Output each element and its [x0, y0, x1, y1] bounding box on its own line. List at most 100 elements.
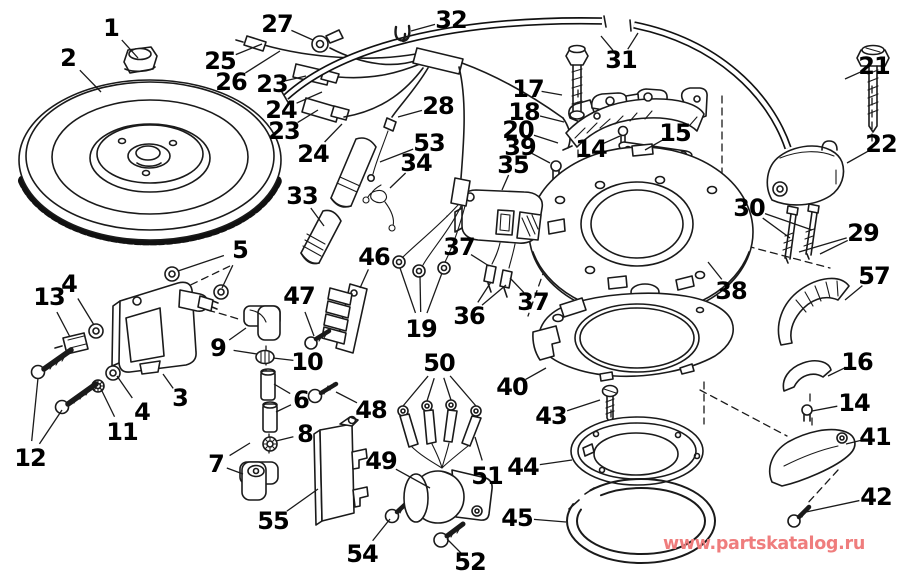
- leader-line: [533, 518, 567, 523]
- part-label-18: 18: [508, 98, 540, 126]
- leader-line: [600, 35, 614, 51]
- leader-line: [273, 383, 291, 395]
- leader-line: [509, 277, 525, 293]
- leader-line: [389, 172, 407, 189]
- screw-43-drawing: [601, 384, 619, 424]
- washer-4b-drawing: [105, 365, 121, 381]
- leader-line: [819, 239, 849, 255]
- leader-line: [798, 237, 847, 253]
- part-label-42: 42: [860, 483, 891, 511]
- leader-line: [602, 135, 621, 145]
- elbow-9-drawing: [243, 305, 281, 341]
- part-label-55: 55: [257, 507, 289, 535]
- leader-line: [811, 405, 838, 412]
- cover-57-drawing: [777, 277, 850, 346]
- watermark: www.partskatalog.ru: [663, 534, 865, 554]
- leader-line: [324, 123, 343, 143]
- part-label-31: 31: [605, 46, 637, 74]
- tubes-6-drawing: [260, 368, 278, 433]
- screw-42-drawing: [787, 504, 812, 528]
- leader-line: [539, 459, 573, 466]
- part-label-23: 23: [268, 117, 299, 145]
- leader-line: [477, 281, 492, 303]
- leader-line: [304, 311, 315, 337]
- leader-line: [402, 375, 429, 407]
- part-label-24: 24: [297, 140, 329, 168]
- leader-line: [233, 349, 258, 355]
- leader-line: [762, 217, 791, 239]
- leader-line: [707, 261, 723, 280]
- leader-line: [162, 373, 174, 389]
- leader-line: [228, 327, 247, 341]
- leader-line: [481, 284, 507, 306]
- leader-line: [531, 152, 551, 164]
- part-label-38: 38: [715, 277, 747, 305]
- stator-bolt-drawing: [565, 44, 589, 120]
- cylinder-33-drawing: [300, 209, 342, 265]
- leader-line: [335, 391, 358, 404]
- part-label-20: 20: [502, 116, 534, 144]
- leader-line: [285, 75, 307, 82]
- leader-line: [844, 285, 863, 301]
- part-label-8: 8: [297, 420, 313, 448]
- part-label-13: 13: [33, 283, 64, 311]
- part-label-26: 26: [215, 68, 247, 96]
- part-label-9: 9: [210, 334, 226, 362]
- part-label-36: 36: [453, 302, 485, 330]
- part-label-25: 25: [204, 47, 236, 75]
- part-label-51: 51: [471, 462, 503, 490]
- leader-line: [359, 269, 369, 289]
- part-label-40: 40: [496, 373, 528, 401]
- part-label-43: 43: [535, 402, 566, 430]
- ignition-coil-3-drawing: [111, 281, 219, 375]
- part-label-14: 14: [838, 389, 870, 417]
- part-label-4: 4: [61, 270, 77, 298]
- leader-line: [470, 254, 490, 267]
- part-label-34: 34: [400, 149, 432, 177]
- screw-52-drawing: [433, 521, 466, 548]
- part-label-37: 37: [517, 288, 548, 316]
- screw-47-drawing: [304, 328, 332, 350]
- part-label-32: 32: [435, 6, 466, 34]
- leader-line: [474, 436, 483, 461]
- leader-line: [229, 442, 251, 457]
- probes-29-30-drawing: [782, 203, 820, 264]
- leader-line: [291, 29, 314, 41]
- plug-protectors-50-drawing: [397, 399, 482, 469]
- nut-10-drawing: [255, 349, 275, 365]
- leader-line: [372, 518, 391, 542]
- ring-44-drawing: [570, 416, 704, 486]
- part-label-12: 12: [14, 444, 45, 472]
- leader-line: [426, 378, 435, 402]
- part-label-5: 5: [232, 236, 248, 264]
- part-label-16: 16: [841, 348, 873, 376]
- part-label-23: 23: [256, 70, 287, 98]
- part-label-41: 41: [859, 423, 891, 451]
- retainer-plate-40-drawing: [532, 292, 734, 382]
- part-label-30: 30: [733, 194, 765, 222]
- leader-line: [764, 212, 813, 231]
- leader-line: [446, 538, 462, 554]
- cover-16-drawing: [782, 360, 832, 392]
- screw-48-drawing: [307, 381, 339, 404]
- bracket-55-drawing: [313, 415, 369, 526]
- harness-19-drawing: [392, 177, 471, 278]
- leader-line: [395, 468, 431, 489]
- wire-34-drawing: [362, 184, 396, 232]
- bolt-21-drawing: [856, 44, 890, 133]
- leader-line: [399, 267, 417, 314]
- leader-line: [449, 375, 477, 407]
- bolts-12-drawing: [30, 347, 99, 415]
- flywheel-drawing: [18, 79, 282, 246]
- leader-line: [846, 151, 868, 164]
- part-label-2: 2: [60, 44, 76, 72]
- leader-line: [286, 488, 319, 512]
- leader-line: [539, 115, 565, 123]
- leader-line: [805, 499, 860, 513]
- leader-line: [100, 388, 116, 418]
- leader-line: [443, 377, 452, 401]
- part-label-1: 1: [103, 14, 119, 42]
- leader-line: [275, 436, 294, 442]
- leader-line: [245, 50, 281, 74]
